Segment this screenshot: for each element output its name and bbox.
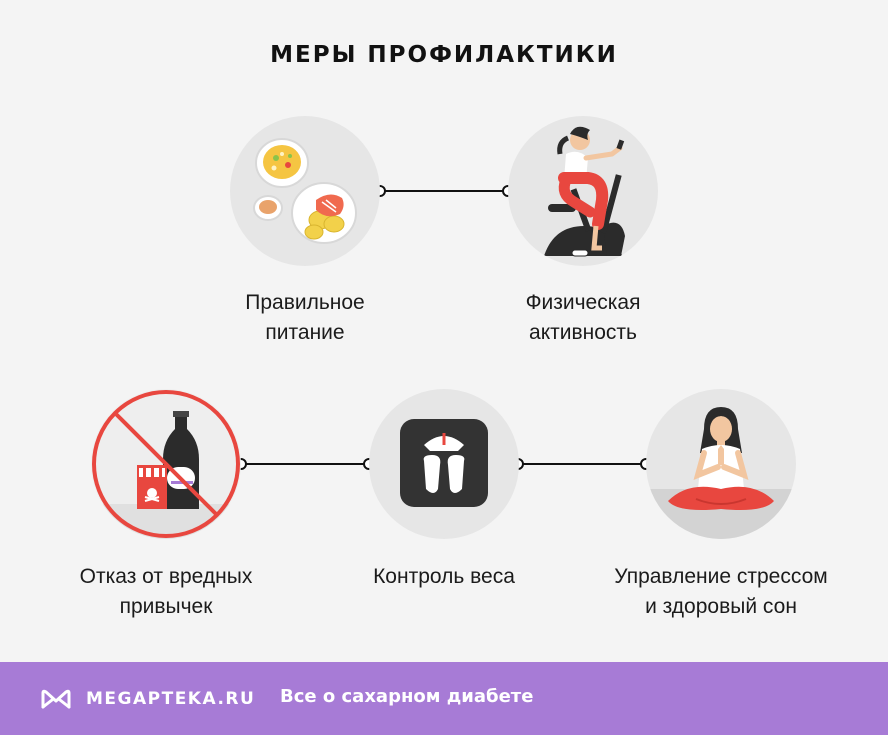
scale-icon: [400, 419, 488, 507]
connector-bottom-right: [512, 458, 652, 470]
label-activity-line1: Физическая: [525, 291, 641, 314]
label-stress: Управление стрессом и здоровый сон: [591, 562, 851, 622]
label-stress-line1: Управление стрессом: [614, 565, 828, 588]
brand[interactable]: MEGAPTEKA.RU: [40, 684, 255, 714]
circle-nutrition: [230, 116, 380, 266]
exercise-bike-icon: [544, 126, 625, 257]
food-icon: [253, 138, 357, 244]
no-alcohol-tobacco-icon: [91, 390, 241, 539]
meditation-icon: [646, 407, 796, 539]
circle-activity: [508, 116, 658, 266]
label-bad-habits-line1: Отказ от вредных: [79, 565, 253, 588]
label-weight: Контроль веса: [324, 562, 564, 592]
label-nutrition-line1: Правильное: [245, 291, 365, 314]
label-activity-line2: активность: [529, 321, 637, 344]
circle-weight: [369, 389, 519, 539]
circle-stress: [646, 389, 796, 539]
megapteka-logo-icon: [41, 689, 71, 709]
circle-bad-habits: [91, 389, 241, 539]
label-weight-line1: Контроль веса: [373, 565, 515, 588]
brand-name: MEGAPTEKA.RU: [86, 689, 256, 709]
footer-tagline: Все о сахарном диабете: [280, 686, 534, 707]
label-nutrition-line2: питание: [265, 321, 345, 344]
label-stress-line2: и здоровый сон: [645, 595, 797, 618]
page-title: МЕРЫ ПРОФИЛАКТИКИ: [270, 42, 618, 68]
connector-bottom-left: [235, 458, 375, 470]
label-bad-habits: Отказ от вредных привычек: [46, 562, 286, 622]
connector-top: [374, 185, 514, 197]
label-bad-habits-line2: привычек: [119, 595, 213, 618]
label-activity: Физическая активность: [463, 288, 703, 348]
footer-bar: MEGAPTEKA.RU Все о сахарном диабете: [0, 662, 888, 735]
label-nutrition: Правильное питание: [185, 288, 425, 348]
